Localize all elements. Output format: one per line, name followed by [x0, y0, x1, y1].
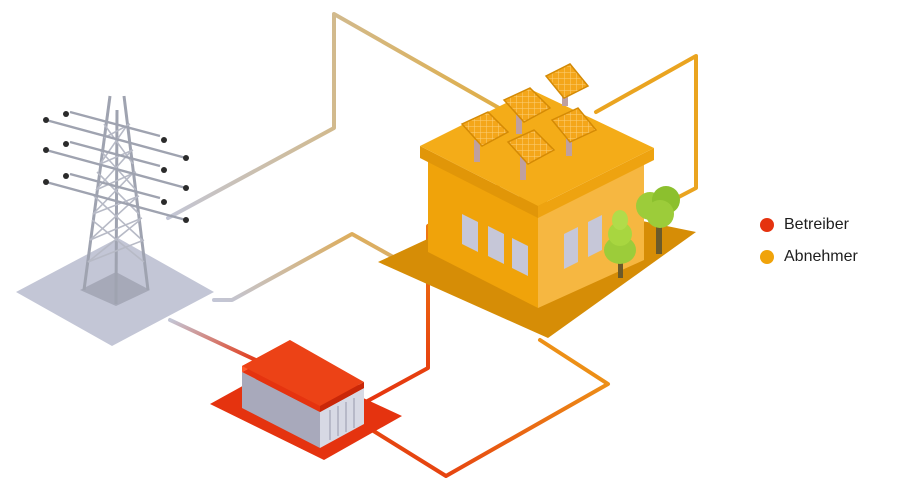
- solar-panel: [460, 111, 510, 162]
- building-front: [428, 156, 538, 308]
- tree-conifer: [604, 210, 636, 278]
- building-roof-edge-front: [420, 146, 538, 218]
- cable-storage-to-building-bottom: [370, 338, 610, 478]
- tree-round: [636, 186, 680, 254]
- power-pylon: [16, 95, 214, 346]
- trees: [604, 186, 680, 278]
- legend-dot-consumer: [760, 250, 774, 264]
- legend: Betreiber Abnehmer: [760, 216, 858, 266]
- cable-grid-to-storage: [168, 318, 262, 364]
- legend-item-consumer: Abnehmer: [760, 248, 858, 266]
- solar-panel: [544, 63, 590, 106]
- cable-grid-to-building: [212, 232, 422, 302]
- legend-item-operator: Betreiber: [760, 216, 858, 234]
- legend-label-operator: Betreiber: [784, 216, 849, 233]
- storage-front: [242, 372, 320, 448]
- solar-panel: [506, 129, 556, 180]
- legend-label-consumer: Abnehmer: [784, 248, 858, 265]
- building-roof-edge-side: [538, 148, 654, 218]
- solar-panel: [550, 107, 598, 156]
- solar-panel: [502, 87, 552, 134]
- legend-dot-operator: [760, 218, 774, 232]
- cable-grid-to-roof: [166, 12, 522, 220]
- solar-panels: [460, 63, 598, 180]
- storage-unit: [210, 340, 402, 460]
